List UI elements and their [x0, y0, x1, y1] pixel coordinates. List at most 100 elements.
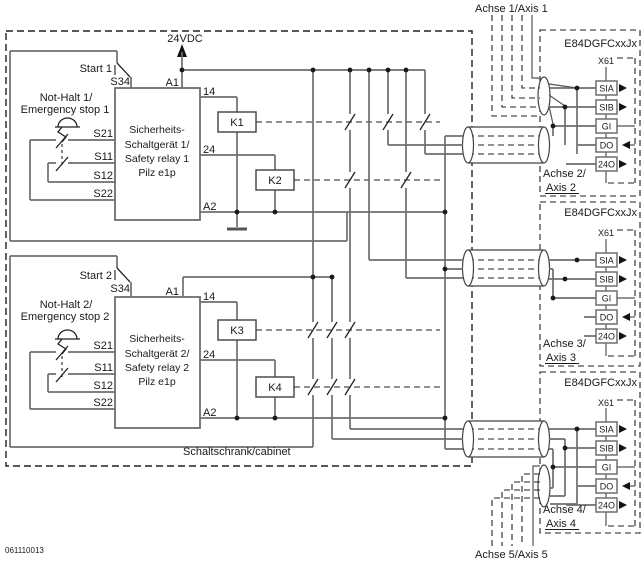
drive-1-24o-label: 24O [598, 160, 615, 170]
cable-axis4-end-right [537, 420, 551, 458]
drive-2: E84DGFCxxJx X61 SIA SIB GI DO 24O Achse … [543, 207, 637, 364]
drive-2-24o-arrow-icon [619, 332, 627, 340]
drive-3-axis-label-de: Achse 4/ [543, 504, 587, 516]
axis1-cable-bundle [491, 15, 540, 117]
drive-2-sia-label: SIA [599, 256, 614, 266]
drive-2-terminal-sib [595, 271, 618, 287]
start-2-contact [116, 267, 131, 283]
drive-3-terminal-sib [595, 440, 618, 456]
drive-1-terminal-sib [595, 99, 618, 115]
safety-relay-2-block [114, 296, 201, 429]
drive-2-terminal-do [595, 309, 618, 325]
drive-1-gi-label: GI [602, 122, 612, 132]
cable-axis3-end-left [461, 249, 475, 287]
drive-3-connector-label: X61 [598, 398, 614, 408]
drive-3-sib-arrow-icon [619, 444, 627, 452]
drive-2-terminal-24o [595, 328, 618, 344]
drive-3-do-arrow-icon [622, 482, 630, 490]
start-1-label: Start 1 [80, 63, 112, 75]
drive-1-wires [549, 87, 596, 165]
drive-1-sia-label: SIA [599, 84, 614, 94]
drive-2-do-arrow-icon [622, 313, 630, 321]
circuit-1-wires [9, 50, 445, 242]
drive-1-axis-label-en: Axis 2 [546, 182, 576, 194]
drive-2-sib-arrow-icon [619, 275, 627, 283]
axis1-cable-wire [531, 15, 540, 79]
estop-2-actuator-icon [57, 338, 67, 355]
k2-contacts [344, 171, 412, 189]
a1-2-label: A1 [166, 286, 179, 298]
distribution-wiring [181, 52, 463, 450]
drive-1-sib-label: SIB [599, 103, 614, 113]
circuit-2-wires [9, 255, 445, 448]
a2-2-label: A2 [203, 407, 216, 419]
axis5-cable-bundle [491, 465, 540, 546]
drive-3-terminal-24o [595, 497, 618, 513]
estop-1-label-en: Emergency stop 1 [21, 104, 110, 116]
drive-1-sib-arrow-icon [619, 103, 627, 111]
drive-1-passthrough-wires [548, 83, 578, 125]
shielded-cables [461, 76, 551, 508]
drive-2-axis-label-de: Achse 3/ [543, 338, 587, 350]
axis5-cable-label: Achse 5/Axis 5 [475, 549, 548, 561]
s21-2-label: S21 [93, 340, 113, 352]
axis5-cable-wire [532, 465, 540, 546]
s34-2-label: S34 [110, 283, 130, 295]
estop-2-label-de: Not-Halt 2/ [40, 299, 94, 311]
estop-1-label-de: Not-Halt 1/ [40, 92, 94, 104]
junction-dots [179, 67, 580, 470]
k2-label: K2 [268, 175, 281, 187]
drive-1-24o-arrow-icon [619, 160, 627, 168]
relay-2-name-line3: Safety relay 2 [125, 362, 189, 374]
drive-3-sia-arrow-icon [619, 425, 627, 433]
bus-wires [181, 52, 463, 450]
s11-1-label: S11 [94, 151, 113, 163]
cable-axis4-cores [468, 428, 544, 450]
drive-2-axis-label-en: Axis 3 [546, 352, 576, 364]
supply-arrow-icon [177, 44, 187, 57]
drive-3-sia-label: SIA [599, 425, 614, 435]
k1-label: K1 [230, 117, 243, 129]
s11-2-label: S11 [94, 362, 113, 374]
a2-1-label: A2 [203, 201, 216, 213]
x61-3-bracket [608, 399, 636, 527]
relay-2-name-line4: Pilz e1p [138, 376, 176, 388]
out14-2-label: 14 [203, 291, 215, 303]
cable-axis4-shield [468, 420, 544, 458]
estop-2-button-icon [55, 329, 80, 340]
x61-1-bracket [608, 57, 636, 184]
relay-1-name-line3: Safety relay 1 [125, 153, 189, 165]
axis1-cable-label: Achse 1/Axis 1 [475, 3, 548, 15]
safety-circuit-2: Start 2 S34 Not-Halt 2/ Emergency stop 2… [9, 255, 445, 448]
out24-2-label: 24 [203, 349, 215, 361]
cable-axis3-body [468, 250, 544, 286]
drive-3-terminal-do [595, 478, 618, 494]
drive-3-wires [549, 428, 596, 506]
drive-1-enclosure [539, 29, 641, 197]
s22-1-label: S22 [93, 188, 113, 200]
drive-2-terminal-sia [595, 252, 618, 268]
axis1-cable-cores [491, 15, 540, 117]
drive-3-terminal-sia [595, 421, 618, 437]
drive-2-do-label: DO [600, 313, 614, 323]
drive-1-axis-label-de: Achse 2/ [543, 168, 587, 180]
estop-1-button-icon [55, 117, 80, 128]
drive-1-outline [539, 29, 641, 197]
drive-2-24o-label: 24O [598, 332, 615, 342]
drive-1-connector-label: X61 [598, 56, 614, 66]
drive-2-wires [549, 259, 596, 337]
k1-contacts [344, 113, 431, 131]
s21-1-label: S21 [93, 128, 113, 140]
power-supply-label: 24VDC [167, 33, 203, 45]
start-2-label: Start 2 [80, 270, 112, 282]
drive-3-24o-arrow-icon [619, 501, 627, 509]
document-number: 061110013 [5, 546, 44, 555]
drive-1-terminal-24o [595, 156, 618, 172]
out14-1-label: 14 [203, 86, 215, 98]
relay-1-name-line1: Sicherheits- [129, 124, 185, 136]
s12-1-label: S12 [93, 170, 113, 182]
cabinet-enclosure [5, 30, 473, 467]
cable-axis3-shield [468, 249, 544, 287]
